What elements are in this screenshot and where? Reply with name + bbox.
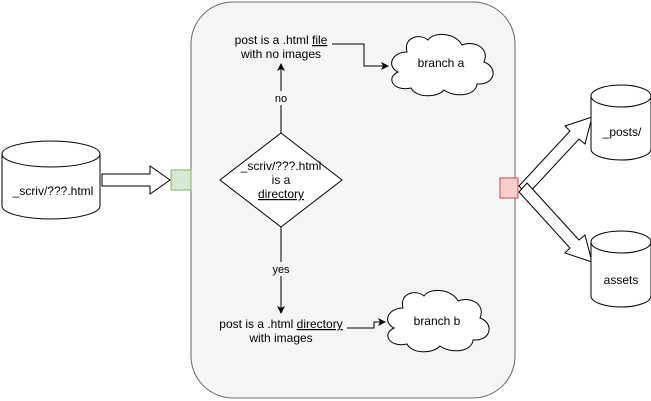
cloud-branch-b-label: branch b: [414, 314, 461, 328]
cloud-branch-a-label: branch a: [418, 56, 465, 70]
cloud-branch-a: branch a: [391, 33, 494, 97]
top-box-line-2: with no images: [240, 47, 321, 61]
assets-database: assets: [590, 230, 651, 308]
bottom-box-underlined: directory: [297, 317, 343, 331]
posts-database-label: _posts/: [602, 125, 642, 139]
bottom-box-line-2: with images: [248, 331, 312, 345]
edge-to-branch-a: [332, 43, 389, 70]
edge-to-branch-b: [347, 318, 386, 329]
bottom-box-prefix: post is a .html: [219, 317, 296, 331]
assets-database-label: assets: [604, 273, 639, 287]
decision-line-1: _scriv/???.html: [240, 159, 322, 173]
block-arrow-to-assets: [518, 182, 593, 263]
input-port: [170, 169, 192, 191]
block-arrow-to-posts: [518, 116, 593, 196]
edge-no-label: no: [275, 93, 287, 105]
top-box-underlined: file: [312, 33, 328, 47]
top-box-line-1: post is a .html file: [235, 33, 328, 47]
output-port: [499, 177, 519, 199]
cloud-branch-b: branch b: [387, 289, 490, 353]
input-block-arrow: [101, 165, 171, 195]
decision-line-2: is a: [272, 173, 291, 187]
input-database-label: _scriv/???.html: [12, 184, 94, 198]
input-database: _scriv/???.html: [1, 140, 101, 220]
edge-yes-label: yes: [272, 264, 290, 276]
posts-database: _posts/: [590, 84, 651, 161]
edge-yes-label-bg: [268, 262, 294, 276]
top-box-prefix: post is a .html: [235, 33, 312, 47]
decision-line-3: directory: [258, 187, 304, 201]
bottom-box-line-1: post is a .html directory: [219, 317, 342, 331]
edge-no-label-bg: [270, 91, 292, 105]
